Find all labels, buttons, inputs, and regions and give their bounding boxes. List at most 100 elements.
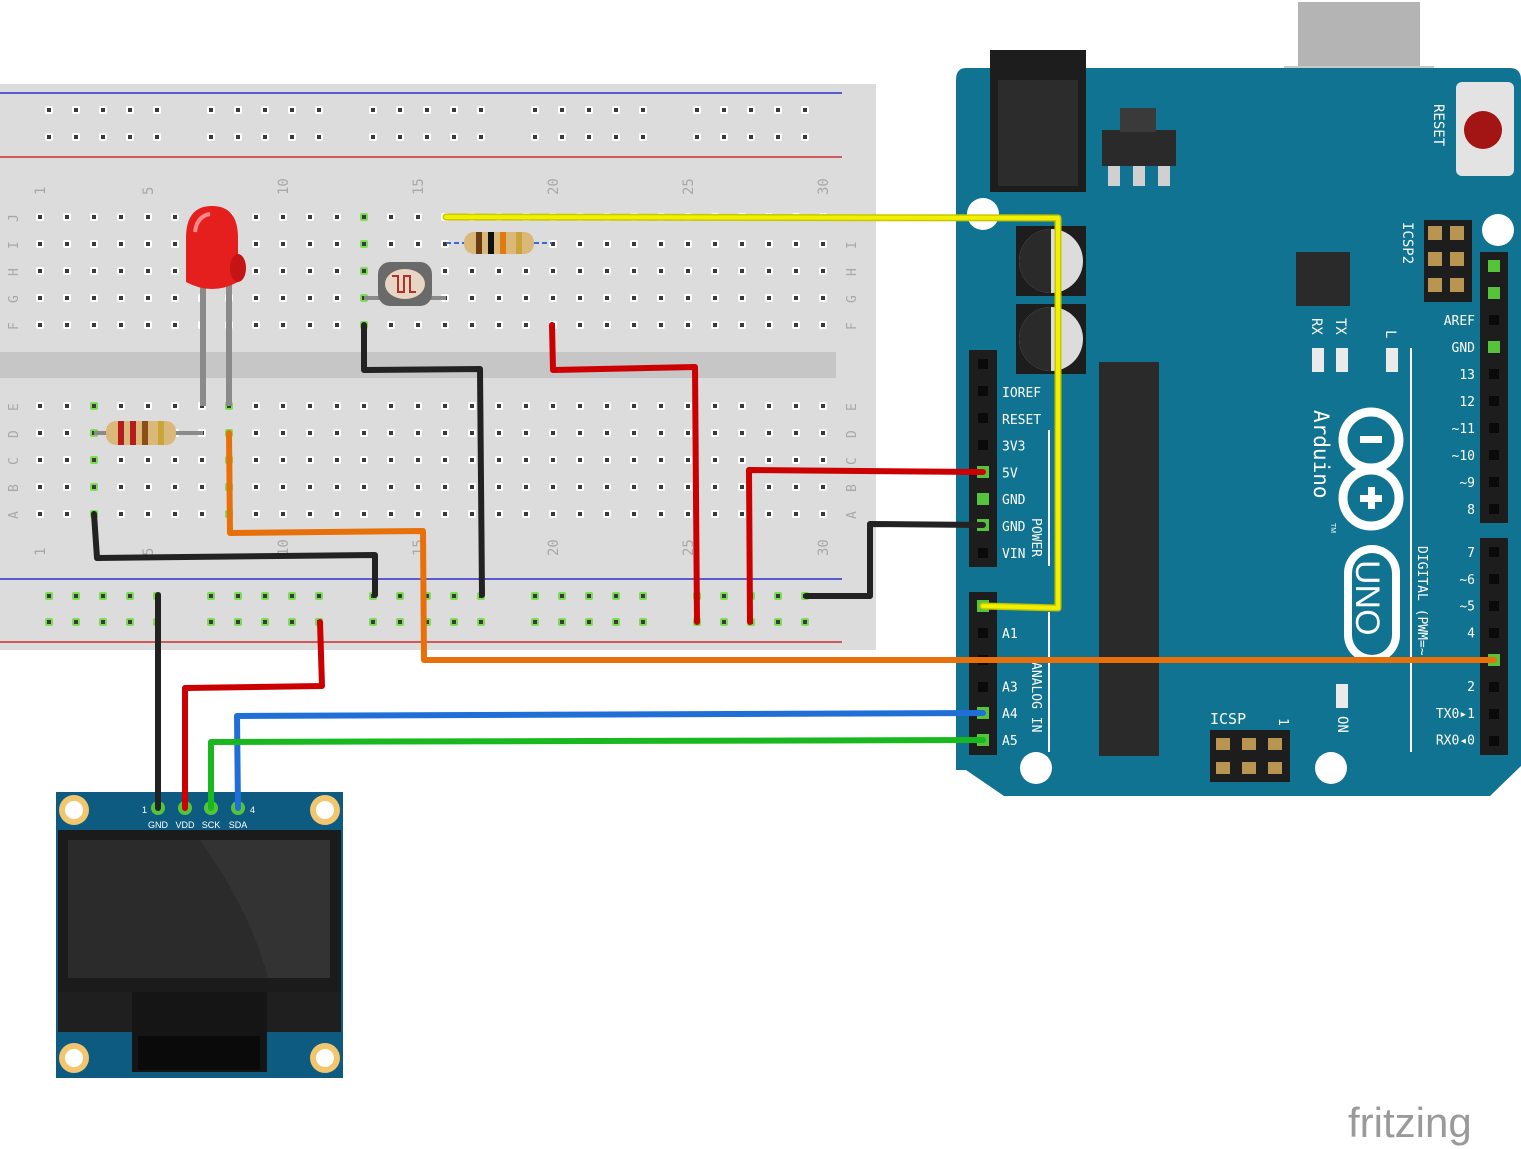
header-pin-socket[interactable] — [978, 548, 988, 558]
icsp-pin1-label: 1 — [1275, 718, 1290, 726]
header-pin-socket[interactable] — [1489, 574, 1499, 584]
column-number-top: 20 — [546, 178, 562, 195]
breadboard-hole-socket — [335, 404, 339, 408]
breadboard-hole-socket — [470, 512, 474, 516]
header-pin-socket[interactable] — [1489, 315, 1499, 325]
rail-hole-socket — [722, 620, 726, 624]
rail-hole-socket — [209, 620, 213, 624]
breadboard-hole-socket — [470, 458, 474, 462]
wire-black — [91, 511, 378, 598]
breadboard-hole-socket — [362, 485, 366, 489]
breadboard-hole-socket — [821, 512, 825, 516]
breadboard-hole-socket — [254, 269, 258, 273]
digital-pin-label: 7 — [1467, 546, 1475, 561]
icsp-pin — [1216, 738, 1230, 750]
wire-black — [361, 322, 485, 598]
header-pin-socket[interactable] — [1489, 547, 1499, 557]
rail-hole-socket — [641, 620, 645, 624]
breadboard-hole-socket — [686, 296, 690, 300]
breadboard-hole-socket — [416, 458, 420, 462]
breadboard-hole-socket — [524, 269, 528, 273]
breadboard-hole-socket — [281, 242, 285, 246]
breadboard-hole-socket — [308, 485, 312, 489]
breadboard-hole-socket — [119, 404, 123, 408]
breadboard-hole-socket — [254, 215, 258, 219]
breadboard-hole-socket — [146, 458, 150, 462]
reset-button-cap[interactable] — [1464, 111, 1502, 149]
header-pin-socket[interactable] — [1489, 477, 1499, 487]
breadboard-hole-socket — [146, 296, 150, 300]
rail-hole-socket — [776, 135, 780, 139]
breadboard-hole-socket — [740, 242, 744, 246]
rail-hole-socket — [749, 108, 753, 112]
breadboard-hole-socket — [362, 269, 366, 273]
breadboard-hole-socket — [443, 512, 447, 516]
breadboard-hole-socket — [119, 296, 123, 300]
icsp2-pin — [1428, 252, 1442, 266]
power-pin-label: RESET — [1002, 413, 1041, 428]
breadboard-hole-socket — [578, 296, 582, 300]
header-pin-socket[interactable] — [1489, 736, 1499, 746]
wires — [91, 213, 1497, 811]
breadboard-hole-socket — [686, 458, 690, 462]
breadboard-hole-socket — [146, 404, 150, 408]
breadboard-hole-socket — [92, 485, 96, 489]
breadboard-hole-socket — [254, 458, 258, 462]
row-letter: C — [845, 457, 860, 465]
header-pin-socket[interactable] — [1489, 628, 1499, 638]
breadboard-hole-socket — [821, 458, 825, 462]
breadboard-hole-socket — [443, 485, 447, 489]
header-pin-socket[interactable] — [1489, 369, 1499, 379]
header-pin-socket[interactable] — [978, 682, 988, 692]
header-pin-socket[interactable] — [1489, 504, 1499, 514]
header-pin-socket[interactable] — [978, 628, 988, 638]
breadboard-hole-socket — [686, 323, 690, 327]
breadboard-hole-socket — [362, 431, 366, 435]
wire-green — [208, 737, 986, 811]
header-pin-socket[interactable] — [1489, 682, 1499, 692]
rail-hole-socket — [236, 108, 240, 112]
mounting-hole — [1020, 752, 1052, 784]
header-pin-socket[interactable] — [1489, 450, 1499, 460]
breadboard-hole-socket — [308, 458, 312, 462]
l-label: L — [1382, 330, 1398, 338]
rail-hole-socket — [263, 620, 267, 624]
breadboard-hole-socket — [821, 323, 825, 327]
breadboard-hole-socket — [389, 404, 393, 408]
breadboard-hole-socket — [686, 485, 690, 489]
header-pin-socket[interactable] — [978, 359, 988, 369]
header-pin-socket[interactable] — [1489, 601, 1499, 611]
breadboard-hole-socket — [443, 269, 447, 273]
rail-hole-socket — [722, 594, 726, 598]
breadboard-hole-socket — [92, 242, 96, 246]
row-letter: A — [7, 511, 22, 519]
rail-hole-socket — [155, 108, 159, 112]
breadboard-hole-socket — [659, 323, 663, 327]
regulator-pin — [1133, 166, 1145, 186]
rail-hole-socket — [452, 135, 456, 139]
header-pin-socket[interactable] — [978, 440, 988, 450]
breadboard-hole-socket — [119, 485, 123, 489]
oled-pin-first-label: 1 — [142, 805, 147, 815]
header-pin-socket[interactable] — [978, 386, 988, 396]
rail-hole-socket — [587, 135, 591, 139]
rail-hole-socket — [371, 108, 375, 112]
rail-hole-socket — [425, 108, 429, 112]
rail-hole-socket — [425, 594, 429, 598]
breadboard-hole-socket — [173, 242, 177, 246]
rail-hole-socket — [47, 108, 51, 112]
rail-hole-socket — [425, 620, 429, 624]
breadboard-hole-socket — [38, 323, 42, 327]
analog-header — [969, 592, 997, 755]
breadboard-hole-socket — [146, 242, 150, 246]
rail-hole-socket — [533, 135, 537, 139]
rail-hole-socket — [560, 620, 564, 624]
header-pin-active — [1488, 341, 1500, 353]
header-pin-socket[interactable] — [1489, 396, 1499, 406]
rail-hole-socket — [587, 108, 591, 112]
header-pin-socket[interactable] — [978, 413, 988, 423]
breadboard-hole-socket — [578, 269, 582, 273]
header-pin-socket[interactable] — [1489, 709, 1499, 719]
header-pin-socket[interactable] — [1489, 423, 1499, 433]
breadboard-hole-socket — [497, 512, 501, 516]
